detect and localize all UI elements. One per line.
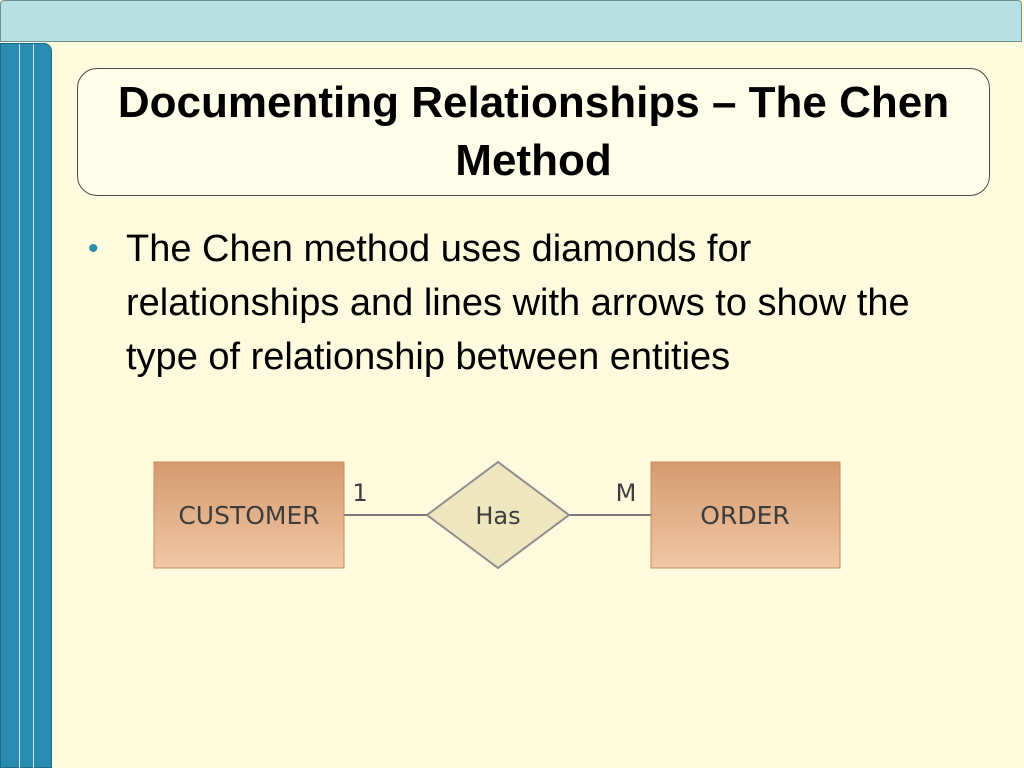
entity-customer-box [153,461,345,569]
entity-order-label: ORDER [700,501,789,530]
cardinality-right: M [616,479,637,507]
cardinality-left: 1 [352,479,367,507]
bullet-item: • The Chen method uses diamonds for rela… [88,222,928,384]
relationship-diamond [425,460,571,570]
slide-title: Documenting Relationships – The Chen Met… [117,78,950,185]
left-decorative-bar [0,43,52,768]
bullet-text: The Chen method uses diamonds for relati… [126,228,910,378]
bullet-list: • The Chen method uses diamonds for rela… [88,222,928,384]
entity-customer-label: CUSTOMER [178,501,319,530]
entity-order-box [650,461,841,569]
relationship-has: Has [425,460,571,570]
entity-order: ORDER [650,461,841,569]
chen-er-diagram: CUSTOMER Has ORDER 1 M [153,460,841,570]
entity-customer: CUSTOMER [153,461,345,569]
title-box: Documenting Relationships – The Chen Met… [77,68,990,196]
left-bar-stripe [19,44,20,768]
top-decorative-bar [0,0,1022,42]
relationship-label: Has [475,502,520,530]
left-bar-stripe [33,44,34,768]
bullet-marker: • [88,232,99,265]
